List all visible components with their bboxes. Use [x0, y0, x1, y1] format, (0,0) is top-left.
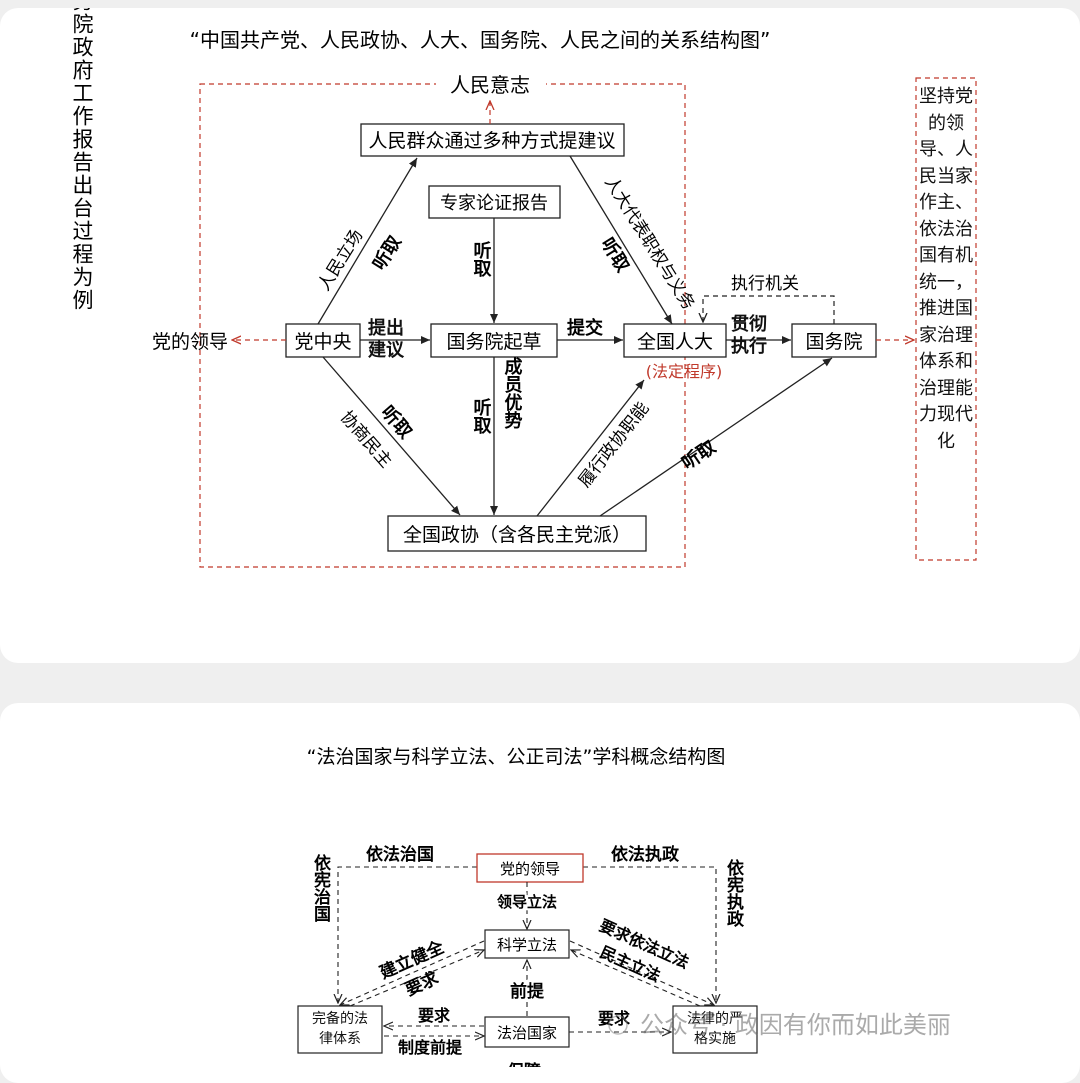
listen-label-3: 听取: [471, 240, 492, 278]
govern-by-law-label: 依法治国: [366, 844, 434, 865]
wechat-icon: [608, 1015, 628, 1035]
party-leadership-box: [476, 853, 584, 883]
listen-label-1: 听取: [368, 231, 406, 274]
executive-organ-arrow: [703, 295, 835, 324]
strict-implementation-box: [672, 1005, 758, 1054]
require-label-2: 要求: [418, 1006, 451, 1025]
npc-text: 全国人大: [637, 331, 713, 353]
people-will-label: 人民意志: [450, 73, 530, 97]
scientific-legislation-box: [484, 929, 570, 959]
constitution-govern-right-label: 依宪执政: [723, 858, 744, 928]
side-label: 以国务院政府工作报告出台过程为例: [70, 8, 94, 312]
rule-of-law-state-box: [484, 1016, 570, 1048]
central-committee-box: [285, 323, 361, 358]
rule-of-law-state-text: 法治国家: [497, 1024, 557, 1042]
loop-left: [338, 866, 477, 1003]
arrow-central-to-public: [317, 157, 418, 325]
arrow-public-to-npc: [569, 155, 673, 325]
arrow-cppcc-to-state-council: [599, 357, 833, 517]
arrow-central-to-cppcc: [322, 356, 461, 516]
red-dashed-frame: [199, 83, 686, 568]
arrow-system-to-legislation: [349, 950, 484, 1007]
legal-procedure-label: (法定程序): [646, 362, 723, 381]
listen-label-5: 听取: [471, 397, 492, 435]
perform-cppcc-function-label: 履行政协职能: [575, 399, 654, 492]
govern-by-law-rule-label: 依法执政: [611, 844, 680, 865]
complete-legal-system-text: 完备的法律体系: [312, 1011, 368, 1047]
cppcc-text: 全国政协（含各民主党派）: [403, 524, 631, 546]
propose-suggestions-label: 提出建议: [368, 318, 404, 361]
cppcc-box: [387, 515, 647, 552]
diagram-2-title: “法治国家与科学立法、公正司法”学科概念结构图: [307, 745, 726, 768]
expert-report-box: [428, 185, 561, 219]
right-principle-text-wrap: 坚持党的领导、人民当家作主、依法治国有机统一，推进国家治理体系和治理能力现代化: [919, 86, 973, 452]
listen-label-2: 听取: [596, 234, 634, 277]
institutional-premise-label: 制度前提: [398, 1038, 463, 1057]
establish-sound-label: 建立健全: [376, 936, 448, 983]
require-label-3: 要求: [598, 1009, 631, 1028]
public-suggestions-box: [360, 123, 625, 157]
implement-label: 贯彻执行: [731, 314, 767, 357]
rule-of-law-diagram: “法治国家与科学立法、公正司法”学科概念结构图 依法治国 依法执政 依宪治国 依…: [297, 745, 951, 1067]
right-principle-text: 坚持党的领导、人民当家作主、依法治国有机统一，推进国家治理体系和治理能力现代化: [919, 86, 973, 452]
strict-implementation-wrap: 法律的严格实施: [687, 1011, 743, 1047]
implement-wrap: 贯彻执行: [731, 314, 767, 357]
premise-label: 前提: [510, 981, 545, 1002]
relationship-diagram: “中国共产党、人民政协、人大、国务院、人民之间的关系结构图” 以国务院政府工作报…: [70, 8, 977, 568]
state-council-draft-box: [430, 323, 558, 358]
lead-legislation-label: 领导立法: [496, 893, 557, 911]
scientific-legislation-text: 科学立法: [497, 936, 557, 954]
diagram-card-1: “中国共产党、人民政协、人大、国务院、人民之间的关系结构图” 以国务院政府工作报…: [0, 8, 1080, 663]
central-committee-text: 党中央: [294, 331, 351, 353]
npc-box: [623, 323, 727, 358]
executive-organ-label: 执行机关: [731, 274, 799, 294]
guarantee-label: 保障: [506, 1061, 541, 1067]
expert-report-text: 专家论证报告: [440, 193, 548, 214]
arrow-implementation-to-legislation: [571, 950, 701, 1007]
submit-label: 提交: [567, 317, 603, 339]
watermark-text: 公众号 · 政因有你而如此美丽: [640, 1011, 951, 1039]
state-council-draft-text: 国务院起草: [446, 331, 541, 353]
watermark: 公众号 · 政因有你而如此美丽: [608, 1011, 951, 1039]
listen-label-6: 听取: [678, 435, 721, 474]
strict-implementation-text: 法律的严格实施: [687, 1011, 743, 1047]
arrow-cppcc-to-npc: [536, 379, 645, 517]
party-leadership-text: 党的领导: [500, 860, 560, 878]
party-leadership-label: 党的领导: [152, 331, 228, 353]
public-suggestions-text: 人民群众通过多种方式提建议: [368, 130, 615, 152]
propose-suggestions-wrap: 提出建议: [368, 318, 404, 361]
diagram-card-2: “法治国家与科学立法、公正司法”学科概念结构图 依法治国 依法执政 依宪治国 依…: [0, 703, 1080, 1083]
listen-label-4: 听取: [376, 401, 417, 443]
state-council-text: 国务院: [805, 331, 862, 353]
complete-legal-system-box: [297, 1005, 383, 1054]
constitution-govern-left-label: 依宪治国: [310, 853, 331, 923]
member-advantage-label: 成员优势: [502, 356, 523, 429]
complete-legal-system-wrap: 完备的法律体系: [312, 1011, 368, 1047]
people-position-label: 人民立场: [314, 226, 367, 294]
diagram-1-title: “中国共产党、人民政协、人大、国务院、人民之间的关系结构图”: [190, 28, 771, 52]
frame-gap: [436, 76, 546, 94]
right-principle-box: [915, 77, 977, 561]
